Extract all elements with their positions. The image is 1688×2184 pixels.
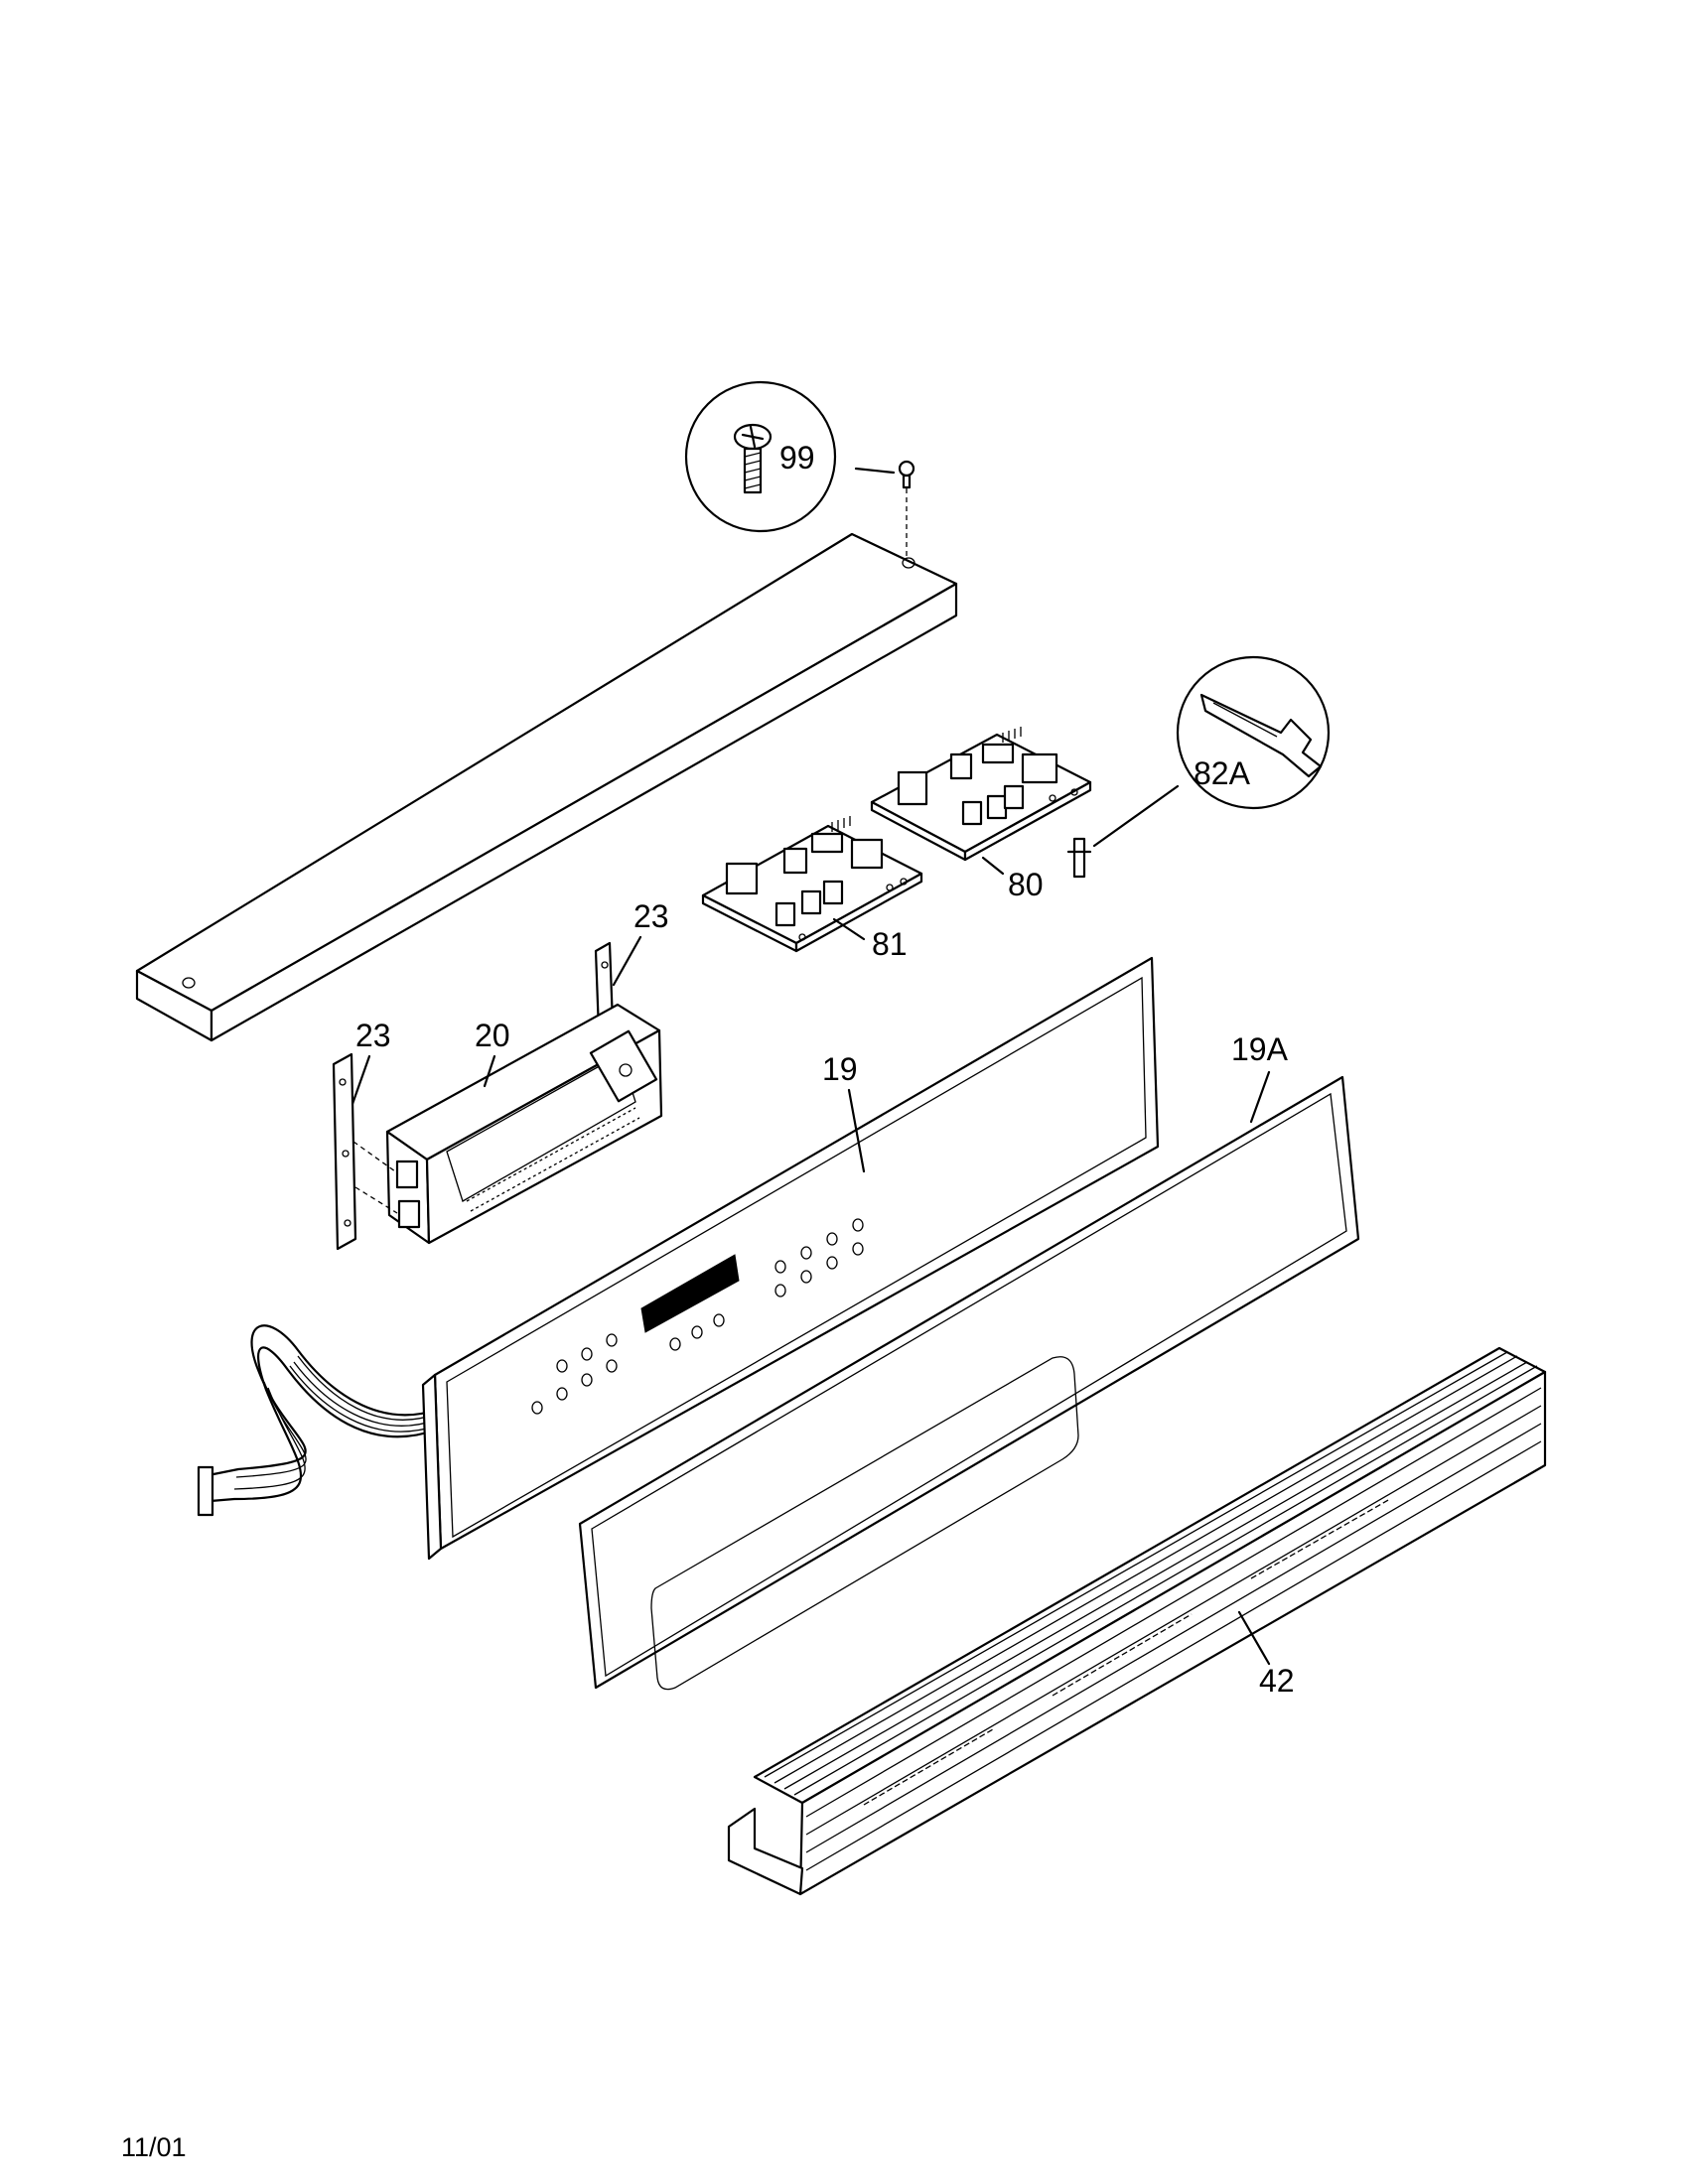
- part-81-circuit-board: [701, 816, 923, 953]
- small-screw-icon: [898, 460, 915, 489]
- small-clip-icon: [1066, 837, 1092, 879]
- part-80-circuit-board: [870, 727, 1092, 862]
- clip-icon: [1199, 693, 1323, 778]
- callout-20: 20: [475, 1018, 510, 1053]
- callout-23-upper: 23: [633, 898, 669, 934]
- callout-81: 81: [872, 926, 908, 962]
- part-42-vent-trim: [727, 1346, 1547, 1896]
- callout-99: 99: [779, 440, 815, 476]
- part-82a-clip: 82A: [1066, 655, 1331, 879]
- keypad-buttons: [531, 1218, 864, 1415]
- ribbon-cable: [197, 1324, 439, 1517]
- magnifier-circle-99: [684, 380, 837, 533]
- callout-42: 42: [1259, 1663, 1295, 1699]
- magnifier-circle-82a: [1176, 655, 1331, 810]
- display-window: [640, 1254, 740, 1333]
- callout-19: 19: [822, 1051, 858, 1087]
- callout-19a: 19A: [1231, 1031, 1289, 1067]
- part-19-control-panel: [421, 956, 1160, 1561]
- callout-80: 80: [1008, 867, 1044, 902]
- part-20-control-module: [352, 1003, 663, 1245]
- part-21-top-trim: [135, 532, 958, 1042]
- callout-23-lower: 23: [355, 1018, 391, 1053]
- part-99-screw: 99: [684, 380, 915, 556]
- revision-date: 11/01: [121, 2132, 187, 2162]
- callout-82a: 82A: [1194, 755, 1251, 791]
- part-23-bracket-left: [332, 1052, 357, 1251]
- part-19a-glass-panel: [578, 1075, 1360, 1691]
- screw-icon: [733, 423, 773, 494]
